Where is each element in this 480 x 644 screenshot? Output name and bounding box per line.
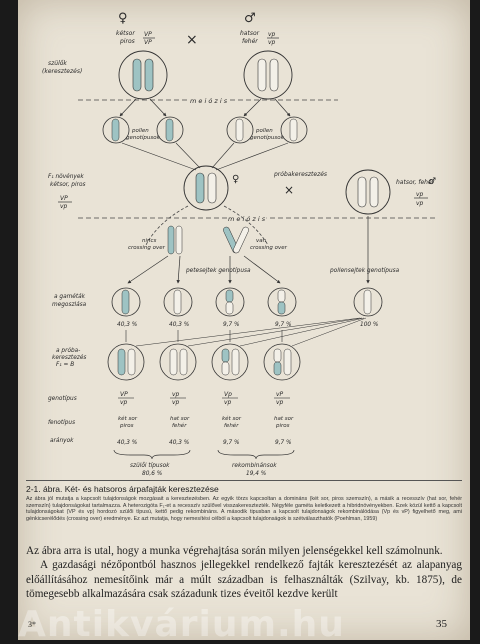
gamete-row: [111, 287, 383, 317]
gamete-percent-3: 9,7 %: [223, 322, 240, 328]
meiozis-label-1: m e i ó z i s: [190, 97, 228, 105]
offspring-2: [159, 343, 197, 381]
parent-female-geno-top: VP: [144, 31, 152, 38]
page-number: 35: [436, 618, 447, 630]
parent-male-line1: hatsor: [240, 30, 260, 37]
parent-female-line2: piros: [119, 38, 135, 45]
offspring-3: [211, 343, 249, 381]
gamete-female-1: [102, 116, 130, 144]
f1-female-symbol: ♀: [232, 174, 239, 185]
gamete-percent-2: 40,3 %: [169, 322, 189, 328]
offspring-1-geno-top: VP: [120, 391, 128, 398]
offspring-4-geno-bot: vp: [276, 399, 284, 406]
figure-caption-body: Az ábra jól mutatja a kapcsolt tulajdons…: [26, 496, 462, 522]
aranyok-label: arányok: [50, 437, 74, 444]
parent-male-geno-bot: vp: [268, 39, 276, 46]
parent-male-line2: fehér: [242, 38, 258, 45]
offspring-3-geno-bot: vp: [224, 399, 232, 406]
offspring-4-ratio: 9,7 %: [275, 440, 292, 446]
watermark: Antikvárium.hu: [18, 604, 345, 644]
f1-geno-bot: vp: [60, 203, 68, 210]
petesejtek-genotipusa-label: petesejtek genotípusa: [185, 267, 251, 274]
gamete-male-2: [280, 116, 308, 144]
szuloi-tipusok-label: szülői típusok: [130, 462, 170, 469]
parent-male-cell: [243, 50, 293, 100]
offspring-3-geno-top: Vp: [224, 391, 232, 398]
tester-geno-bot: vp: [416, 200, 424, 207]
offspring-2-geno-bot: vp: [172, 399, 180, 406]
gamete-2: [163, 287, 193, 317]
fenotipus-label: fenotípus: [48, 419, 75, 426]
crossing-over-chromosomes: [223, 226, 249, 254]
gamete-5: [353, 287, 383, 317]
meiozis-label-2: m e i ó z i s: [228, 215, 266, 223]
figure-caption-title: 2-1. ábra. Két- és hatsoros árpafajták k…: [26, 484, 219, 494]
crossing-diagram: ♀ ♂ × kétsor piros VP VP hatsor fehér vp…: [42, 11, 438, 477]
cross-symbol-mid: ×: [284, 183, 294, 197]
book-page: ♀ ♂ × kétsor piros VP VP hatsor fehér vp…: [18, 0, 470, 644]
female-symbol: ♀: [118, 11, 128, 26]
offspring-2-geno-top: vp: [172, 391, 180, 398]
cross-symbol-top: ×: [186, 32, 198, 48]
offspring-1-geno-bot: vp: [120, 399, 128, 406]
parent-female-geno-bot: VP: [144, 39, 152, 46]
rekombinansok-label: rekombinánsok: [232, 462, 277, 469]
offspring-3-ratio: 9,7 %: [223, 440, 240, 446]
gamete-4: [267, 287, 297, 317]
no-crossing-over-chromosomes: [167, 225, 183, 255]
gamete-percent-5: 100 %: [360, 322, 378, 328]
body-text: Az ábra arra is utal, hogy a munka végre…: [26, 544, 462, 602]
gamete-percent-1: 40,3 %: [117, 322, 137, 328]
tester-label: hatsor, fehér: [396, 179, 435, 186]
szulok-label: szülők(keresztezés): [42, 60, 82, 75]
tester-cell: [345, 169, 391, 215]
gamete-male-1: [226, 116, 254, 144]
tester-geno-top: vp: [416, 191, 424, 198]
gamete-female-2: [156, 116, 184, 144]
tester-male-symbol: ♂: [428, 177, 436, 187]
figure-caption: 2-1. ábra. Két- és hatsoros árpafajták k…: [26, 480, 462, 522]
rekomb-percent: 19,4 %: [246, 471, 266, 477]
signature-mark: 3*: [28, 620, 36, 629]
offspring-1: [107, 343, 145, 381]
szuloi-percent: 80,6 %: [142, 471, 162, 477]
probakeresztezes-label: próbakeresztezés: [273, 171, 327, 178]
pollensejtek-genotipusa-label: pollensejtek genotípusa: [329, 267, 400, 274]
male-symbol: ♂: [244, 11, 256, 26]
parent-male-geno-top: vp: [268, 31, 276, 38]
gamete-3: [215, 287, 245, 317]
parent-female-cell: [118, 50, 168, 100]
gamete-1: [111, 287, 141, 317]
genotipus-label: genotípus: [48, 395, 77, 402]
parent-female-line1: kétsor: [116, 30, 135, 37]
paragraph-1: Az ábra arra is utal, hogy a munka végre…: [26, 545, 443, 557]
offspring-2-ratio: 40,3 %: [169, 440, 189, 446]
f1-geno-top: VP: [60, 195, 68, 202]
f1-cell: [183, 165, 229, 211]
offspring-1-ratio: 40,3 %: [117, 440, 137, 446]
paragraph-2: A gazdasági nézőpontból hasznos jellegek…: [26, 559, 462, 601]
gamete-percent-4: 9,7 %: [275, 322, 292, 328]
offspring-4: [263, 343, 301, 381]
offspring-4-geno-top: vP: [276, 391, 284, 398]
